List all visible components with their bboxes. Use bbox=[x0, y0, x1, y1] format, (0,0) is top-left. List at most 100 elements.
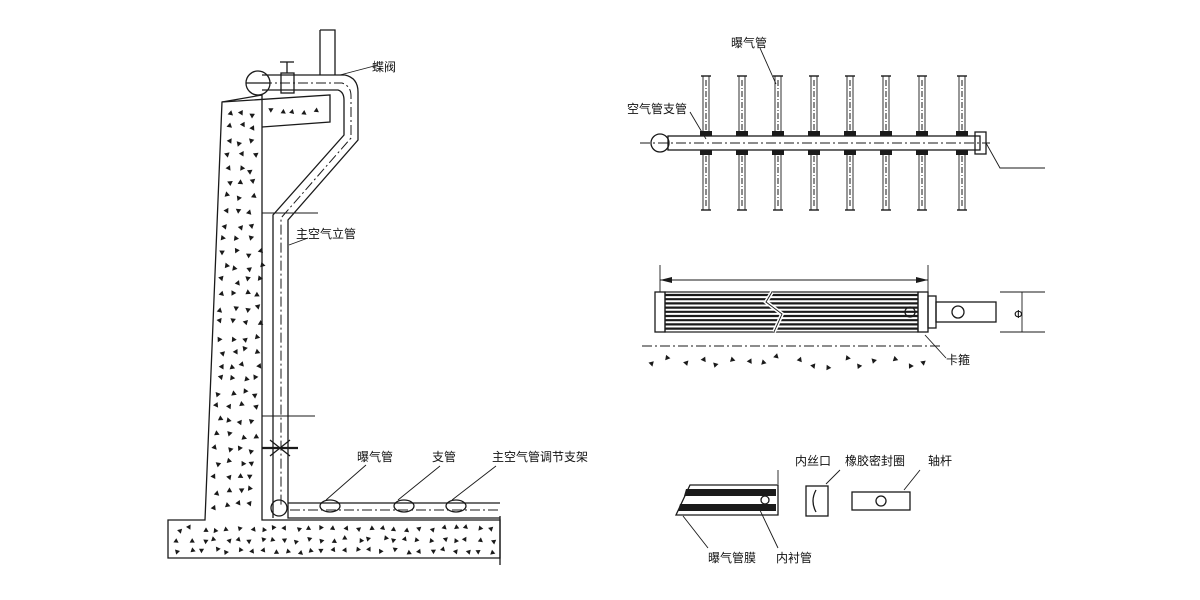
concrete-mark bbox=[845, 355, 851, 361]
component-detail bbox=[674, 469, 921, 549]
concrete-mark bbox=[366, 536, 371, 542]
concrete-mark bbox=[319, 525, 324, 531]
concrete-mark bbox=[342, 547, 347, 553]
concrete-mark bbox=[238, 361, 244, 367]
concrete-mark bbox=[234, 247, 240, 254]
concrete-mark bbox=[211, 444, 217, 450]
concrete-mark bbox=[213, 490, 220, 496]
concrete-mark bbox=[391, 538, 397, 544]
concrete-mark bbox=[379, 525, 385, 530]
ground-hatching bbox=[648, 353, 926, 371]
concrete-mark bbox=[230, 374, 236, 381]
concrete-mark bbox=[242, 320, 248, 326]
concrete-mark bbox=[226, 403, 231, 410]
concrete-hatching bbox=[173, 107, 497, 555]
air-branch-pipe-label: 空气管支管 bbox=[627, 101, 687, 116]
plan-view-aeration-grid bbox=[640, 47, 1045, 211]
concrete-mark bbox=[254, 348, 261, 354]
concrete-mark bbox=[416, 526, 422, 532]
plan-aeration-tubes bbox=[700, 75, 968, 211]
concrete-mark bbox=[223, 207, 229, 214]
concrete-mark bbox=[223, 526, 229, 532]
concrete-mark bbox=[219, 351, 225, 357]
concrete-mark bbox=[226, 457, 232, 463]
concrete-mark bbox=[226, 474, 232, 481]
concrete-mark bbox=[369, 525, 375, 531]
butterfly-valve-label: 蝶阀 bbox=[372, 59, 396, 74]
concrete-mark bbox=[237, 473, 244, 478]
concrete-mark bbox=[213, 527, 219, 534]
concrete-mark bbox=[226, 487, 233, 493]
concrete-mark bbox=[210, 504, 216, 511]
concrete-mark bbox=[224, 152, 230, 158]
wall-top-cap bbox=[221, 94, 331, 128]
concrete-mark bbox=[225, 165, 231, 171]
concrete-mark bbox=[229, 364, 236, 370]
concrete-mark bbox=[331, 538, 337, 543]
butterfly-valve bbox=[245, 61, 379, 96]
concrete-mark bbox=[253, 433, 260, 439]
concrete-mark bbox=[249, 113, 255, 119]
concrete-mark bbox=[301, 110, 307, 115]
concrete-mark bbox=[235, 208, 242, 214]
concrete-mark bbox=[308, 547, 314, 553]
concrete-mark bbox=[713, 362, 719, 368]
concrete-mark bbox=[218, 290, 224, 296]
concrete-mark bbox=[665, 354, 671, 361]
concrete-mark bbox=[246, 539, 252, 545]
concrete-mark bbox=[313, 107, 319, 113]
concrete-mark bbox=[306, 525, 312, 530]
concrete-mark bbox=[262, 527, 268, 533]
concrete-mark bbox=[199, 548, 205, 554]
concrete-mark bbox=[231, 390, 237, 396]
concrete-mark bbox=[216, 307, 223, 313]
concrete-mark bbox=[230, 318, 236, 324]
concrete-mark bbox=[490, 549, 496, 555]
concrete-mark bbox=[390, 526, 396, 532]
aeration-tube-label-top: 曝气管 bbox=[731, 35, 767, 50]
concrete-mark bbox=[249, 138, 255, 144]
concrete-mark bbox=[190, 547, 196, 553]
concrete-mark bbox=[746, 358, 752, 364]
concrete-mark bbox=[235, 536, 241, 542]
concrete-mark bbox=[260, 261, 266, 268]
concrete-mark bbox=[366, 546, 371, 552]
concrete-mark bbox=[442, 537, 448, 543]
main-pipe-bracket-label: 主空气管调节支架 bbox=[492, 449, 588, 464]
concrete-mark bbox=[248, 449, 254, 455]
concrete-mark bbox=[319, 538, 325, 544]
concrete-mark bbox=[215, 546, 221, 552]
concrete-mark bbox=[189, 538, 195, 543]
concrete-mark bbox=[251, 192, 257, 198]
concrete-mark bbox=[173, 538, 179, 543]
concrete-mark bbox=[920, 360, 926, 366]
concrete-mark bbox=[236, 195, 242, 201]
concrete-mark bbox=[244, 376, 250, 382]
concrete-mark bbox=[441, 524, 447, 530]
concrete-mark bbox=[224, 191, 230, 197]
concrete-mark bbox=[250, 526, 256, 532]
concrete-mark bbox=[175, 549, 180, 555]
concrete-mark bbox=[429, 527, 435, 533]
concrete-mark bbox=[253, 152, 259, 158]
concrete-mark bbox=[233, 306, 239, 312]
concrete-mark bbox=[236, 419, 242, 426]
concrete-mark bbox=[254, 291, 260, 297]
concrete-mark bbox=[237, 110, 243, 116]
concrete-mark bbox=[247, 485, 253, 491]
concrete-mark bbox=[243, 388, 249, 394]
concrete-mark bbox=[237, 225, 243, 231]
aeration-tube-label-left: 曝气管 bbox=[357, 449, 393, 464]
concrete-mark bbox=[257, 320, 264, 325]
concrete-mark bbox=[237, 526, 243, 532]
concrete-mark bbox=[246, 500, 252, 507]
concrete-mark bbox=[318, 548, 324, 554]
concrete-mark bbox=[761, 359, 767, 365]
concrete-mark bbox=[210, 473, 216, 479]
concrete-mark bbox=[271, 525, 277, 531]
concrete-mark bbox=[440, 546, 445, 552]
concrete-mark bbox=[462, 524, 468, 529]
concrete-mark bbox=[356, 546, 361, 552]
concrete-mark bbox=[217, 415, 224, 421]
concrete-mark bbox=[228, 447, 234, 453]
